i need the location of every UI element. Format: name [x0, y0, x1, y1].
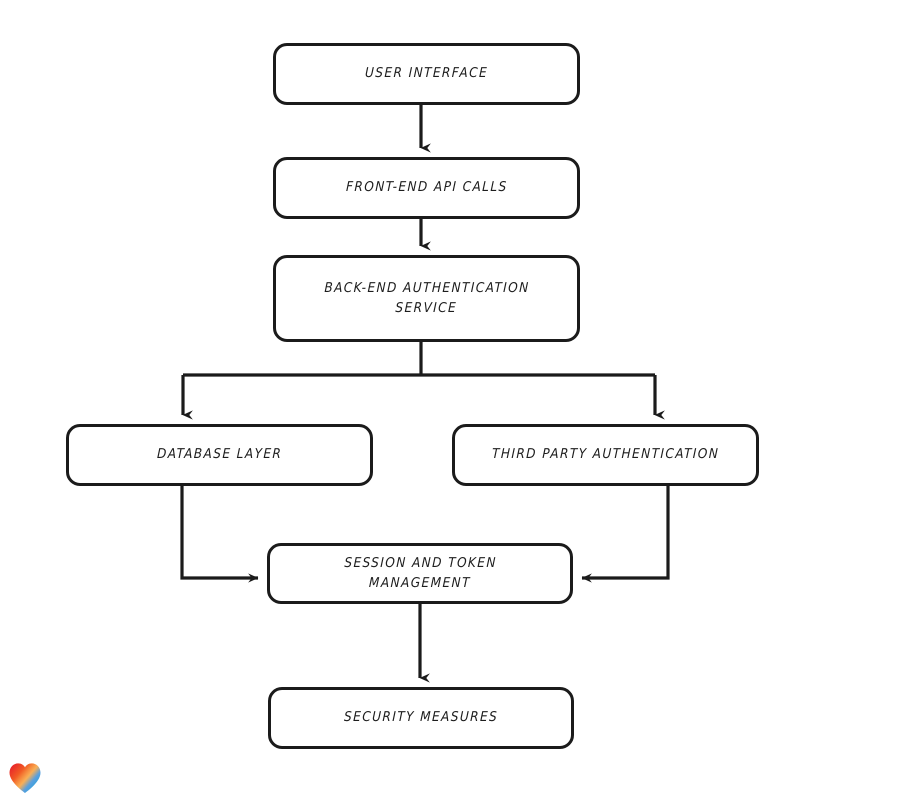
- node-label-third-party-auth: Third Party Authentication: [491, 446, 720, 463]
- node-label-database-layer: Database Layer: [156, 446, 283, 463]
- node-third-party-auth[interactable]: Third Party Authentication: [452, 424, 759, 486]
- node-label-backend-auth: Back-End Authentication Service: [323, 279, 530, 316]
- node-label-frontend-api: Front-End API Calls: [345, 179, 508, 196]
- node-label-security-measures: Security Measures: [343, 709, 499, 726]
- node-user-interface[interactable]: User Interface: [273, 43, 580, 105]
- edge-database-to-session: [180, 486, 259, 583]
- node-frontend-api[interactable]: Front-End API Calls: [273, 157, 580, 219]
- node-label-user-interface: User Interface: [364, 65, 489, 82]
- node-security-measures[interactable]: Security Measures: [268, 687, 574, 749]
- heart-icon: [9, 763, 41, 793]
- edge-thirdparty-to-session: [581, 486, 670, 583]
- node-session-token[interactable]: Session and Token Management: [267, 543, 573, 604]
- node-database-layer[interactable]: Database Layer: [66, 424, 373, 486]
- node-label-session-token: Session and Token Management: [343, 554, 497, 591]
- node-backend-auth[interactable]: Back-End Authentication Service: [273, 255, 580, 342]
